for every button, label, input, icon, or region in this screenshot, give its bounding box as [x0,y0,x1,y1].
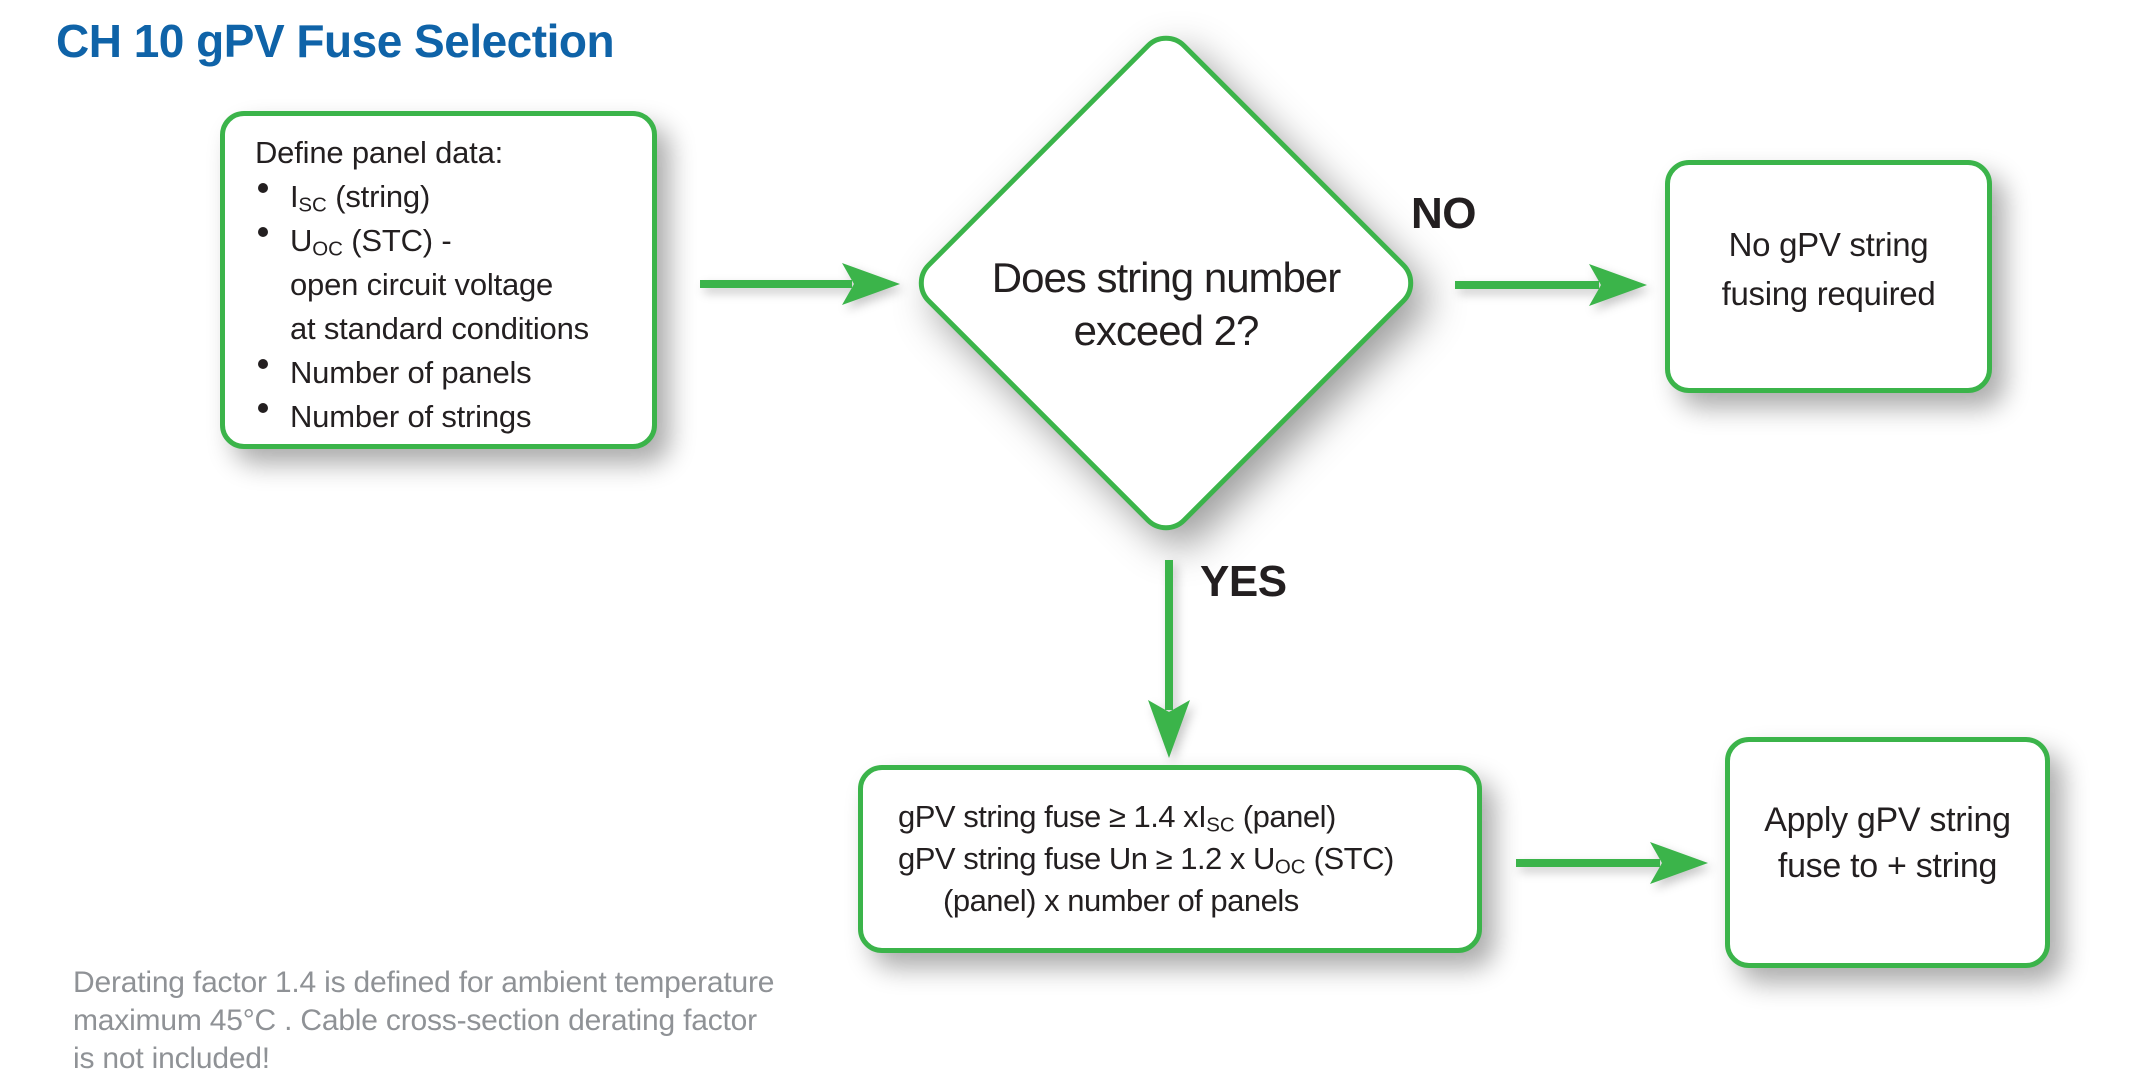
no-box-line1: No gPV string [1728,225,1929,263]
footnote-line2: maximum 45°C . Cable cross-section derat… [73,1004,757,1037]
panel-bullet-uoc: UOC (STC) - [258,219,638,263]
decision-question-line1: Does string number [991,254,1342,301]
derating-footnote: Derating factor 1.4 is defined for ambie… [73,964,774,1078]
panel-bullet-uoc-label: UOC (STC) - [290,223,452,261]
panel-bullet-strings-label: Number of strings [290,399,532,434]
no-branch-label: NO [1411,189,1477,238]
decision-question-line2: exceed 2? [1073,307,1260,354]
panel-box-heading: Define panel data: [255,135,504,170]
formula-line1: gPV string fuse ≥ 1.4 xISC (panel) [898,799,1336,837]
panel-bullet-panels: Number of panels [258,351,638,395]
no-box-line2: fusing required [1721,274,1936,312]
formula-line2: gPV string fuse Un ≥ 1.2 x UOC (STC) [898,841,1394,879]
arrow-decision-to-no-box [1455,263,1647,307]
footnote-line1: Derating factor 1.4 is defined for ambie… [73,966,775,999]
yes-branch-label: YES [1200,557,1287,606]
footnote-line3: is not included! [73,1042,270,1075]
panel-bullet-panels-label: Number of panels [290,355,532,390]
define-panel-data-box: Define panel data: ISC (string) UOC (STC… [220,111,657,449]
apply-fuse-box: Apply gPV string fuse to + string [1725,737,2050,968]
arrow-panel-to-decision [700,262,900,306]
panel-bullet-strings: Number of strings [258,395,638,439]
panel-bullet-isc-label: ISC (string) [290,179,431,217]
fuse-formula-box: gPV string fuse ≥ 1.4 xISC (panel) gPV s… [858,765,1482,953]
panel-bullet-isc: ISC (string) [258,175,638,219]
panel-bullet-uoc-continuation: open circuit voltage [290,267,554,302]
page-title: CH 10 gPV Fuse Selection [56,15,615,67]
arrow-decision-to-formula-box [1147,560,1191,758]
panel-bullet-uoc-continuation: at standard conditions [290,311,589,346]
formula-line3: (panel) x number of panels [943,883,1299,918]
decision-question: Does string number exceed 2? [916,251,1416,357]
apply-box-line2: fuse to + string [1777,846,1998,885]
no-fusing-required-box: No gPV string fusing required [1665,160,1992,393]
arrow-formula-to-apply-box [1516,841,1708,885]
apply-box-line1: Apply gPV string [1764,800,2011,839]
